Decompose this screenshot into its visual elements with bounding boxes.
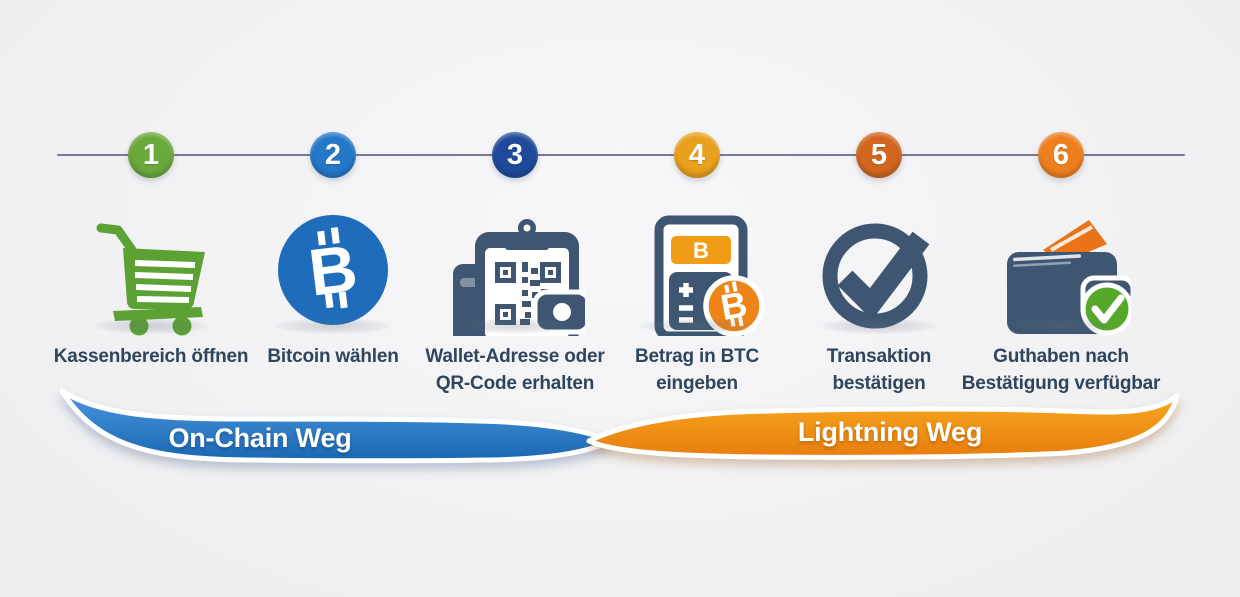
timeline-line: [57, 154, 1185, 156]
step-number-badge: 1: [128, 132, 174, 178]
step-icon: B B: [627, 206, 767, 336]
wallet-check-icon: [1007, 220, 1131, 336]
cart-icon: [96, 223, 205, 336]
icon-shadow: [93, 318, 209, 334]
step-number-badge: 6: [1038, 132, 1084, 178]
qr-clipboard-icon: [453, 219, 585, 336]
icon-shadow: [275, 318, 391, 334]
step-column: 1 Kassenbereich öffnen: [54, 132, 248, 397]
bitcoin-coin-icon: B: [278, 215, 388, 325]
onchain-ribbon-label: On-Chain Weg: [168, 423, 352, 453]
icon-shadow: [821, 318, 937, 334]
svg-text:B: B: [693, 238, 709, 263]
steps-row: 1 Kassenbereich öffnen 2 B Bi: [54, 132, 1160, 397]
step-icon: [445, 206, 585, 336]
icon-shadow: [639, 318, 755, 334]
step-icon: [81, 206, 221, 336]
step-label: Bitcoin wählen: [267, 346, 399, 367]
step-label: Kassenbereich öffnen: [53, 346, 249, 367]
step-column: 3 Wallet-: [424, 132, 606, 397]
calculator-btc-icon: B B: [654, 215, 765, 336]
step-column: 2 B Bitcoin wählen: [242, 132, 424, 397]
check-circle-icon: [822, 223, 930, 329]
step-number-badge: 4: [674, 132, 720, 178]
step-number-badge: 5: [856, 132, 902, 178]
step-icon: [991, 206, 1131, 336]
icon-shadow: [1003, 318, 1119, 334]
step-icon: B: [263, 206, 403, 334]
lightning-ribbon-label: Lightning Weg: [797, 417, 983, 447]
step-number-badge: 2: [310, 132, 356, 178]
icon-shadow: [457, 318, 573, 334]
step-icon: [809, 206, 949, 334]
step-number-badge: 3: [492, 132, 538, 178]
